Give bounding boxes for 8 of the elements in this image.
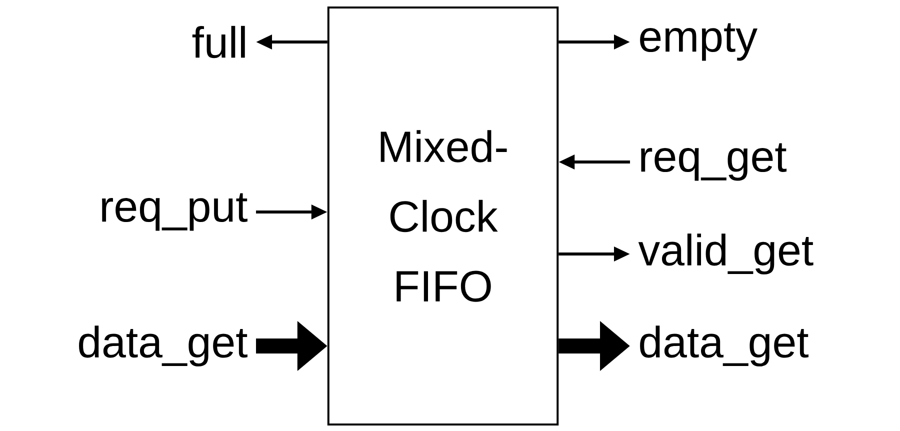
signal-label: req_put [102,193,248,231]
fifo-box: Mixed-Clock FIFO [327,6,559,426]
signal-label: full [192,26,245,58]
signal-label: valid_get [638,234,814,274]
signal-label: req_get [641,143,787,181]
signal-label: data_get [640,326,808,366]
signal-label: data_get [79,326,248,366]
signal-label: empty [640,23,758,61]
